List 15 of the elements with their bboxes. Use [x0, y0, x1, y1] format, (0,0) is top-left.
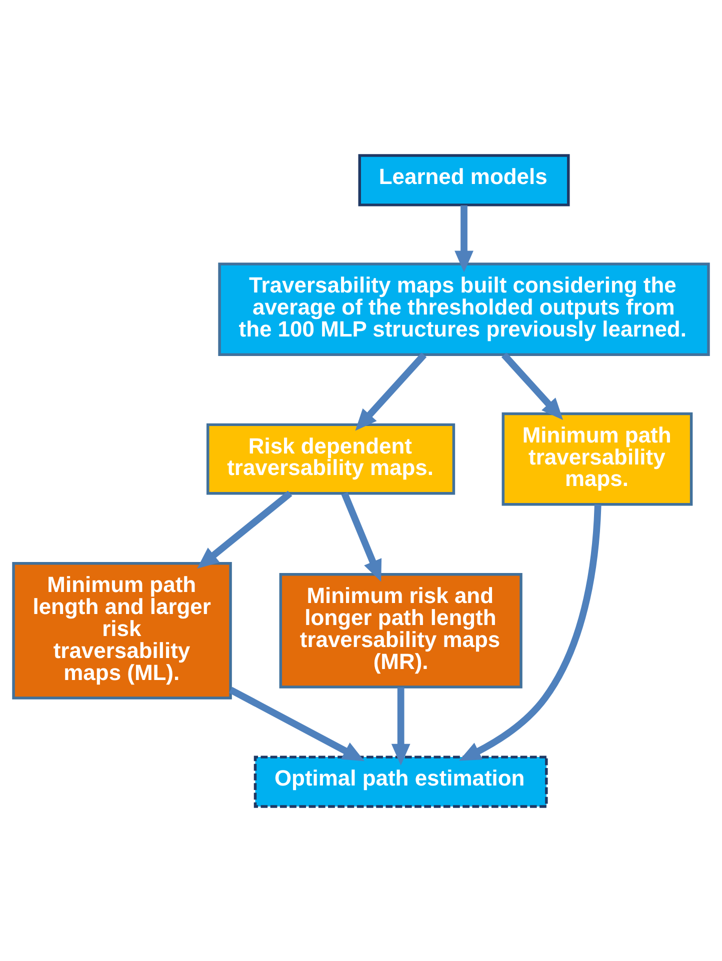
node-box: Optimal path estimation	[254, 755, 548, 808]
arrow	[197, 490, 292, 568]
node-box: Minimum risk and longer path length traversability maps (MR).	[279, 572, 522, 688]
node-box: Risk dependent traversability maps.	[206, 422, 456, 494]
node-box: Minimum path traversability maps.	[502, 412, 693, 506]
arrow	[341, 492, 382, 582]
arrow	[229, 686, 364, 761]
node-box: Learned models	[358, 154, 570, 206]
arrow	[454, 204, 474, 272]
arrow	[355, 352, 427, 430]
node-box: Minimum path length and larger risk traversability maps (ML).	[12, 562, 232, 699]
arrow	[501, 352, 564, 420]
arrow	[459, 504, 602, 760]
node-box: Traversability maps built considering the average of the thresholded outputs from the 100 MLP structures previously learned.	[218, 262, 710, 356]
arrow	[391, 686, 410, 765]
